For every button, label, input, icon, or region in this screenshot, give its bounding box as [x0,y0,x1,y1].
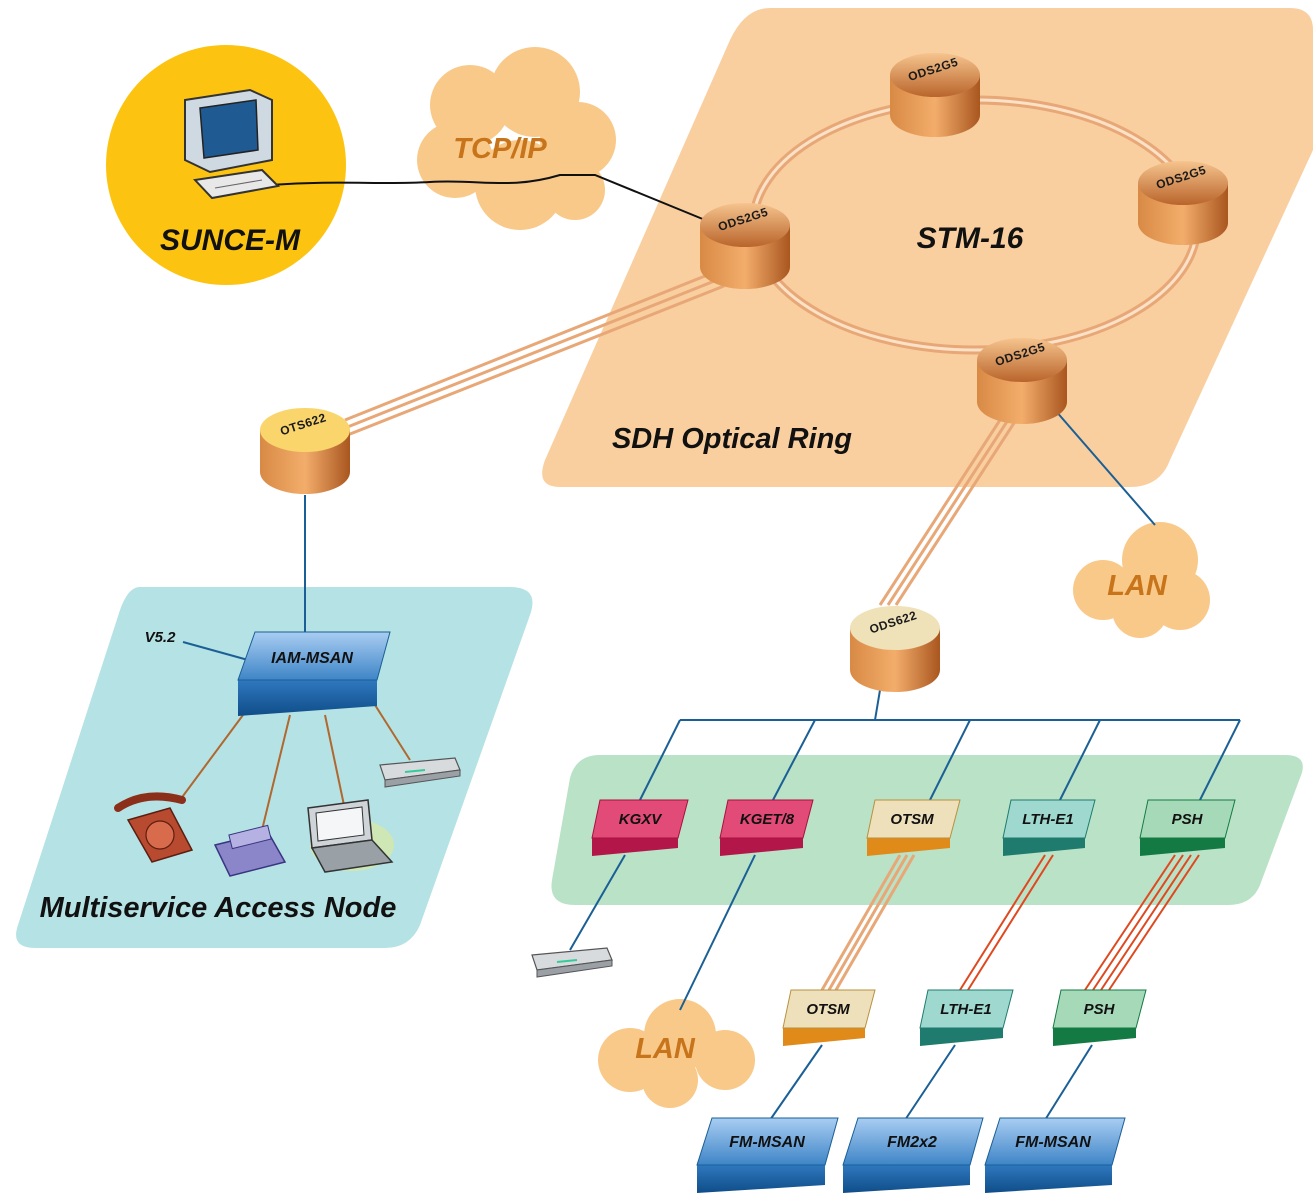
remote-unit-label: FM-MSAN [729,1134,805,1151]
card-kgxv: KGXV [591,799,689,856]
copper-psh [1084,854,1200,991]
tcpip-label: TCP/IP [453,133,547,165]
modem-icon [531,947,613,978]
remote-unit-fm-msan-1: FM-MSAN [696,1117,839,1193]
fax-icon [213,824,287,877]
remote-card-label: LTH-E1 [940,1001,991,1018]
ring-node-top: ODS2G5 [890,53,980,137]
sdh-ring-label: SDH Optical Ring [612,423,852,455]
ring-node-left: ODS2G5 [700,203,790,289]
laptop-icon [307,799,394,873]
v52-label: V5.2 [145,629,177,646]
brown-links [179,704,411,831]
blue-links [182,409,1241,1121]
stm16-label: STM-16 [917,222,1024,255]
telephone-icon [114,792,194,863]
remote-card-lth-e1: LTH-E1 [919,989,1014,1046]
ots622-node: OTS622 [260,408,350,494]
tcpip-cloud [417,47,616,230]
card-label: PSH [1172,811,1204,828]
remote-card-psh: PSH [1052,989,1147,1046]
remote-unit-fm-msan-2: FM-MSAN [984,1117,1126,1193]
sunce-m-label: SUNCE-M [160,224,301,257]
fiber-ots-to-ring [344,268,725,438]
lan-right-label: LAN [1107,570,1168,602]
computer-icon [184,88,281,200]
card-kget8: KGET/8 [719,799,814,856]
card-label: KGET/8 [740,811,795,828]
card-label: LTH-E1 [1022,811,1073,828]
card-lth-e1: LTH-E1 [1002,799,1096,856]
card-psh: PSH [1139,799,1236,856]
remote-unit-label: FM2x2 [887,1134,937,1151]
remote-unit-label: FM-MSAN [1015,1134,1091,1151]
access-node-label: Multiservice Access Node [40,892,397,924]
lan-cloud-bottom [598,999,755,1108]
iam-msan-label: IAM-MSAN [271,650,353,667]
lan-bottom-label: LAN [635,1033,696,1065]
remote-card-label: PSH [1084,1001,1116,1018]
card-otsm: OTSM [866,799,961,856]
remote-card-label: OTSM [806,1001,850,1018]
modem-icon [379,757,461,788]
card-label: OTSM [890,811,934,828]
access-node-region [16,587,533,948]
ring-node-bottom: ODS2G5 [977,338,1067,424]
lan-cloud-right [1073,522,1210,638]
iam-msan-box: IAM-MSAN [237,631,391,716]
ods622-node: ODS622 [850,606,940,692]
remote-card-otsm: OTSM [782,989,876,1046]
card-label: KGXV [619,811,664,828]
fiber-ring-to-ods622 [878,419,1018,606]
remote-unit-fm2x2: FM2x2 [842,1117,984,1193]
tcpip-link [269,174,711,223]
ring-node-right: ODS2G5 [1138,161,1228,245]
fiber-otsm [820,854,916,991]
copper-lth [959,854,1054,991]
